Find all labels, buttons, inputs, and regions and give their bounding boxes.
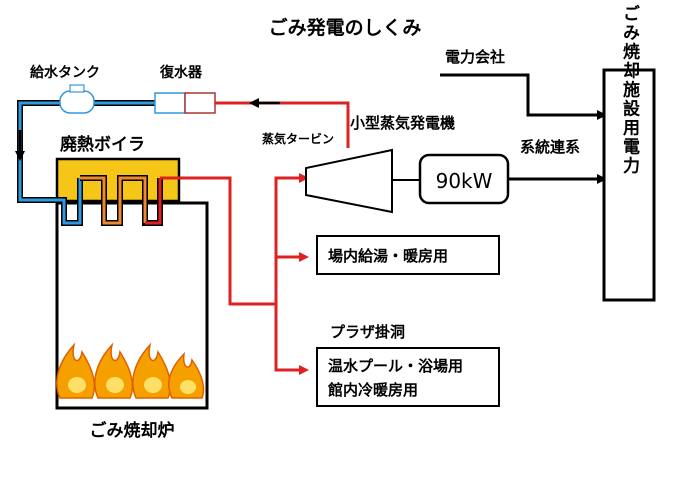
plaza-label: プラザ掛洞 bbox=[330, 323, 405, 341]
boiler-label: 廃熱ボイラ bbox=[60, 134, 145, 155]
water-line bbox=[18, 101, 160, 225]
condenser-label: 復水器 bbox=[159, 64, 203, 81]
plaza-use-line2: 館内冷暖房用 bbox=[327, 381, 418, 399]
flames-icon bbox=[56, 342, 205, 399]
steam-arrow-plaza bbox=[274, 304, 309, 375]
facility-power-box bbox=[602, 68, 656, 302]
onsite-use-box bbox=[316, 235, 500, 275]
plaza-use-box bbox=[316, 347, 500, 407]
steam-turbine-shape bbox=[305, 148, 393, 214]
incinerator-label: ごみ焼却炉 bbox=[90, 420, 175, 441]
generator-output: 90kW bbox=[436, 169, 493, 193]
boiler-tube-red bbox=[145, 178, 162, 225]
facility-power-label: ごみ焼却施設用電力 bbox=[619, 3, 640, 175]
power-company-arrow bbox=[440, 73, 607, 120]
generator-label: 小型蒸気発電機 bbox=[350, 114, 455, 132]
grid-connection-label: 系統連系 bbox=[520, 138, 580, 156]
steam-turbine-label: 蒸気タービン bbox=[262, 131, 334, 146]
feedwater-tank-icon bbox=[59, 84, 95, 114]
onsite-use-label: 場内給湯・暖房用 bbox=[328, 247, 448, 265]
feedwater-tank-label: 給水タンク bbox=[30, 64, 100, 81]
boiler-tube-orange bbox=[80, 176, 147, 225]
diagram-title: ごみ発電のしくみ bbox=[269, 16, 422, 39]
condenser-icon bbox=[154, 92, 216, 114]
plaza-use-line1: 温水プール・浴場用 bbox=[328, 357, 463, 375]
power-company-label: 電力会社 bbox=[445, 48, 505, 66]
